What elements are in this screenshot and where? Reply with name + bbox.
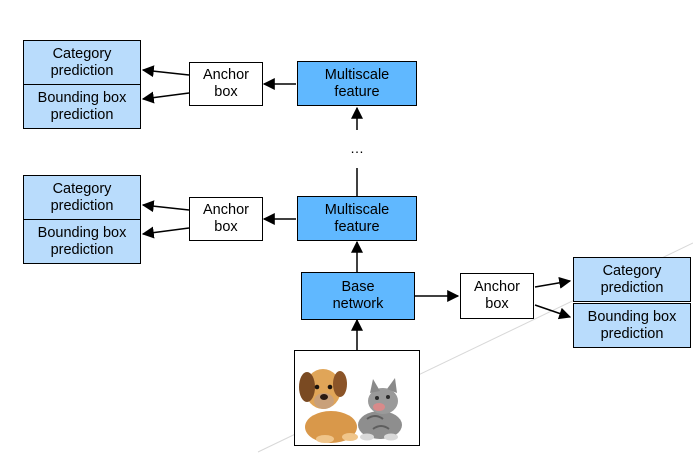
ellipsis: … <box>350 140 364 156</box>
category-prediction-label: Category prediction <box>600 262 664 296</box>
bounding-box-prediction-box-mid: Bounding box prediction <box>23 219 141 264</box>
bounding-box-prediction-box-top: Bounding box prediction <box>23 84 141 129</box>
multiscale-feature-label: Multiscale feature <box>324 66 390 100</box>
arrow-anchor-to-category-right <box>534 276 572 289</box>
anchor-box-label: Anchor box <box>203 67 249 100</box>
multiscale-feature-label: Multiscale feature <box>324 201 390 235</box>
anchor-box-label: Anchor box <box>203 202 249 235</box>
multiscale-feature-box-top: Multiscale feature <box>297 61 417 106</box>
category-prediction-box-top: Category prediction <box>23 40 141 85</box>
bounding-box-prediction-label: Bounding box prediction <box>37 224 127 258</box>
category-prediction-box-mid: Category prediction <box>23 175 141 220</box>
anchor-box-mid: Anchor box <box>189 197 263 241</box>
dog-and-cat-photo <box>294 350 420 446</box>
category-prediction-box-right: Category prediction <box>573 257 691 302</box>
arrow-anchor-to-bbox-mid <box>141 226 190 239</box>
arrow-anchor-to-category-mid <box>141 200 190 213</box>
anchor-box-top: Anchor box <box>189 62 263 106</box>
base-network-box: Base network <box>301 272 415 320</box>
category-prediction-label: Category prediction <box>50 45 114 79</box>
arrow-anchor-to-bbox-right <box>534 304 572 320</box>
base-network-label: Base network <box>332 279 384 312</box>
arrow-anchor-to-bbox-top <box>141 91 190 104</box>
bounding-box-prediction-box-right: Bounding box prediction <box>573 303 691 348</box>
bounding-box-prediction-label: Bounding box prediction <box>37 89 127 123</box>
bounding-box-prediction-label: Bounding box prediction <box>587 308 677 342</box>
anchor-box-right: Anchor box <box>460 273 534 319</box>
dog-and-cat-illustration <box>299 369 402 443</box>
multiscale-feature-box-mid: Multiscale feature <box>297 196 417 241</box>
arrow-anchor-to-category-top <box>141 65 190 78</box>
anchor-box-label: Anchor box <box>474 279 520 312</box>
category-prediction-label: Category prediction <box>50 180 114 214</box>
